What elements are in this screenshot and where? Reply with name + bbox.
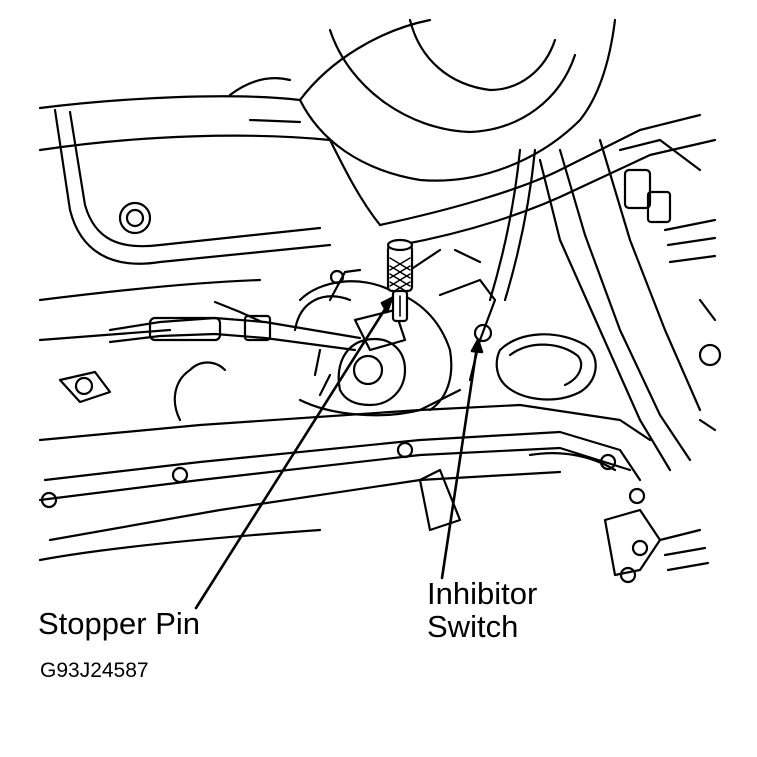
flange xyxy=(38,113,722,472)
inhibitor-switch-label-line2: Switch xyxy=(427,608,519,644)
stopper-pin-label: Stopper Pin xyxy=(38,606,200,641)
stopper-pin-leader xyxy=(194,296,394,610)
inhibitor-switch-leader xyxy=(440,338,480,580)
inhibitor-switch-label-line1: Inhibitor xyxy=(427,576,538,611)
stopper-pin xyxy=(386,238,414,323)
figure-id: G93J24587 xyxy=(40,659,149,682)
inhibitor-switch-label: Inhibitor Switch xyxy=(427,576,538,644)
oil-pan xyxy=(38,333,710,584)
leader-lines xyxy=(194,296,484,610)
upper-housing xyxy=(38,18,617,265)
shift-cable xyxy=(58,300,362,422)
